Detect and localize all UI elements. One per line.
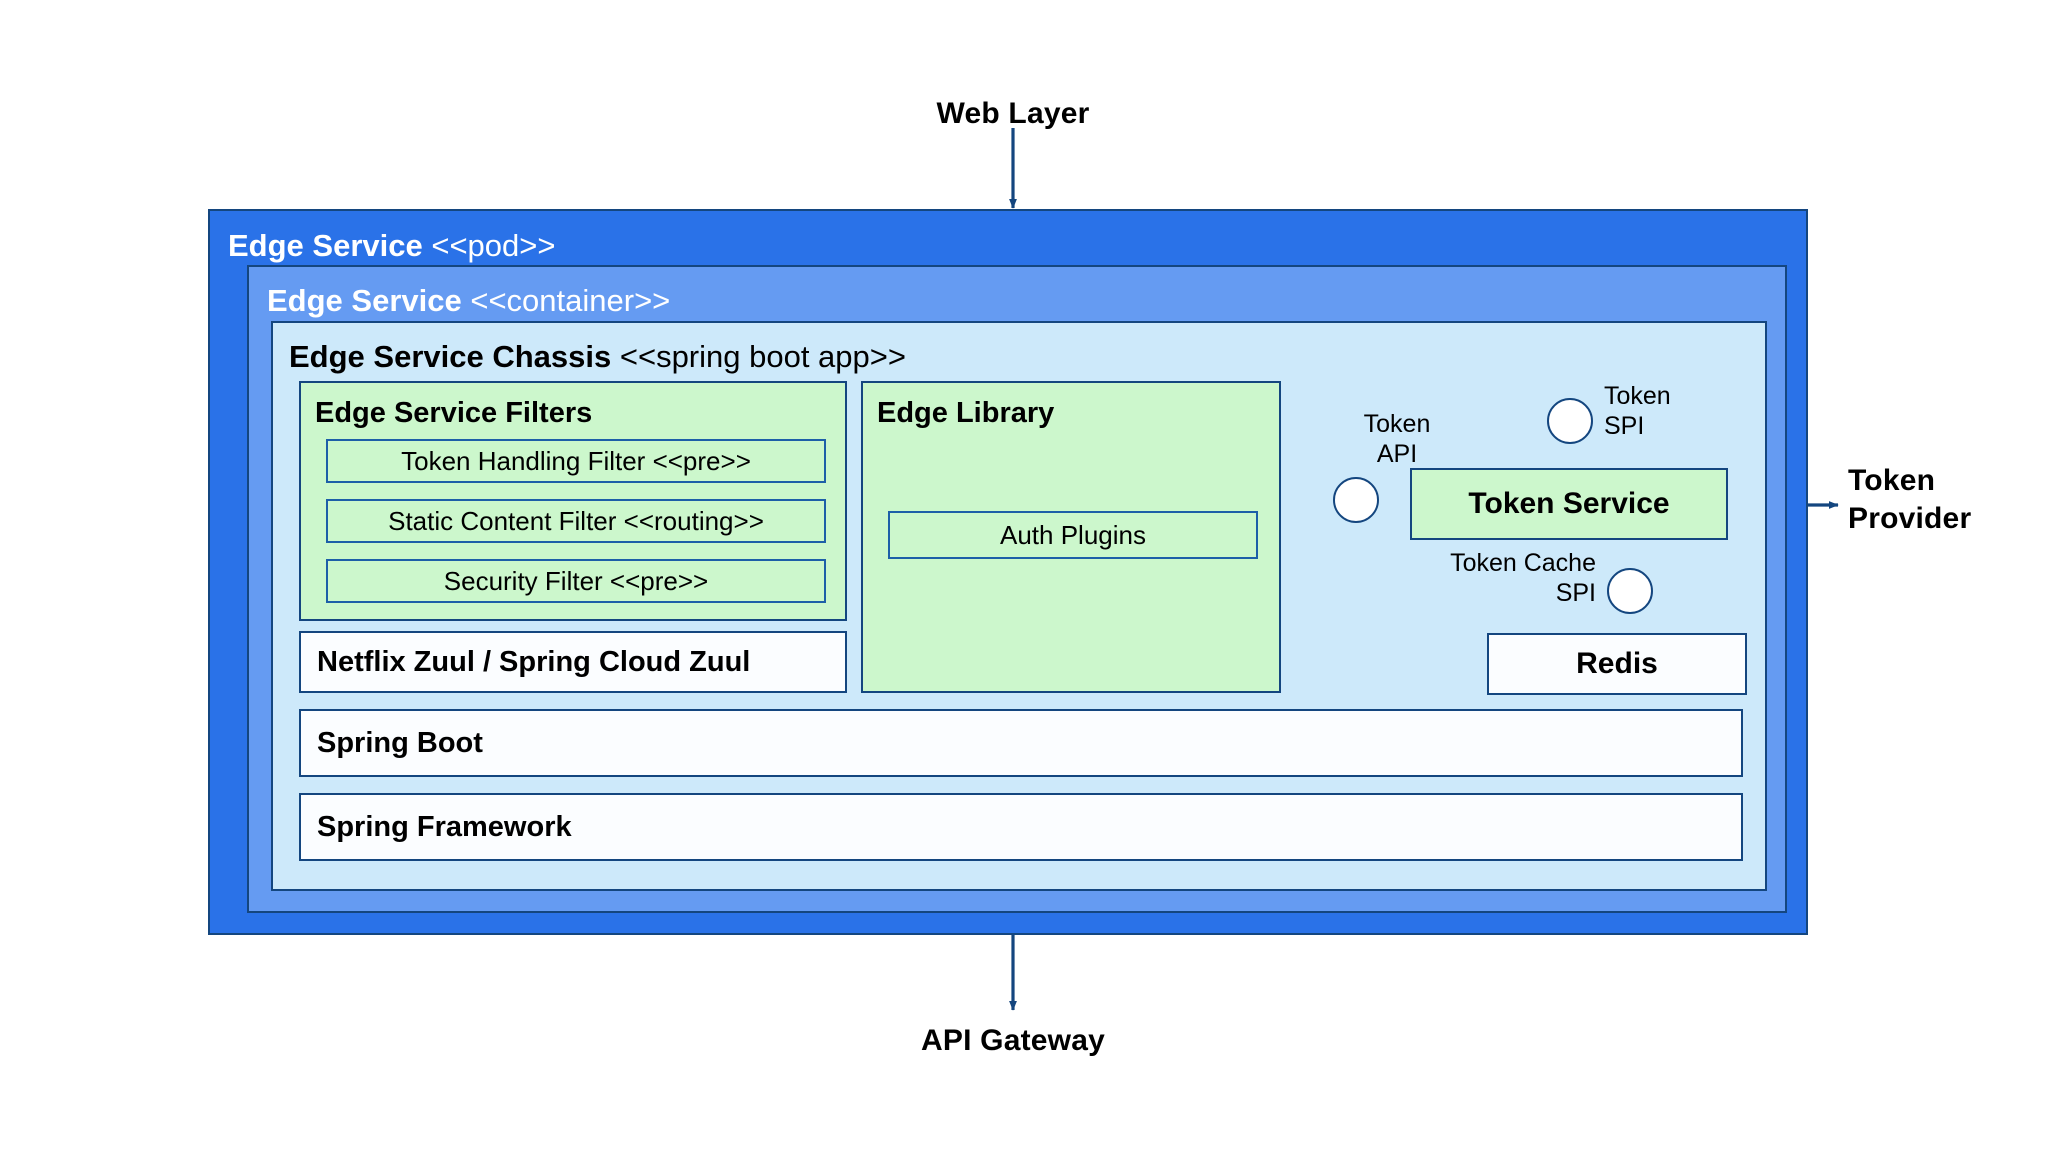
stack-row-spring-framework-label: Spring Framework: [317, 810, 572, 843]
edge-library-title: Edge Library: [877, 397, 1055, 429]
stack-row-spring-boot-label: Spring Boot: [317, 726, 483, 759]
stack-row-zuul[interactable]: Netflix Zuul / Spring Cloud Zuul: [299, 631, 847, 693]
token-cache-spi-label-line1: Token Cache: [1450, 549, 1596, 577]
pod-title: Edge Service <<pod>>: [228, 230, 555, 261]
token-api-label-line1: Token: [1363, 410, 1431, 438]
token-spi-label-line2: SPI: [1604, 411, 1645, 440]
chassis-box: Edge Service Chassis <<spring boot app>>…: [271, 321, 1767, 891]
token-cache-spi-label-line2: SPI: [1555, 578, 1596, 607]
redis-box[interactable]: Redis: [1487, 633, 1747, 695]
edge-library-box: Edge Library Auth Plugins: [861, 381, 1281, 693]
chassis-title-stereotype: <<spring boot app>>: [619, 339, 906, 374]
filter-item-token-handling[interactable]: Token Handling Filter <<pre>>: [326, 439, 826, 483]
edge-library-item-auth-plugins[interactable]: Auth Plugins: [888, 511, 1258, 559]
token-cache-spi-label: Token Cache SPI: [1376, 549, 1596, 608]
token-api-label: Token API: [1322, 410, 1472, 469]
token-spi-label-line1: Token: [1604, 382, 1671, 410]
token-cache-spi-lollipop-icon: [1607, 568, 1653, 614]
web-layer-label: Web Layer: [936, 97, 1090, 130]
token-provider-label-line2: Provider: [1848, 501, 1972, 535]
pod-container: Edge Service <<pod>> Edge Service <<cont…: [208, 209, 1808, 935]
token-provider-label-line1: Token: [1848, 464, 1936, 497]
container-title: Edge Service <<container>>: [267, 285, 670, 316]
token-spi-lollipop-icon: [1547, 398, 1593, 444]
token-service-box[interactable]: Token Service: [1410, 468, 1728, 540]
token-api-label-line2: API: [1376, 439, 1418, 468]
api-gateway-label: API Gateway: [921, 1024, 1105, 1057]
container-title-name: Edge Service: [267, 283, 462, 318]
chassis-title-name: Edge Service Chassis: [289, 339, 612, 374]
stack-row-zuul-label: Netflix Zuul / Spring Cloud Zuul: [317, 645, 751, 678]
edge-service-filters-title: Edge Service Filters: [315, 397, 593, 429]
token-provider-label: Token Provider: [1848, 462, 2048, 537]
container-box: Edge Service <<container>> Edge Service …: [247, 265, 1787, 913]
filter-item-security[interactable]: Security Filter <<pre>>: [326, 559, 826, 603]
stack-row-spring-boot[interactable]: Spring Boot: [299, 709, 1743, 777]
token-spi-label: Token SPI: [1604, 382, 1764, 441]
edge-service-filters-group: Edge Service Filters Token Handling Filt…: [299, 381, 847, 621]
token-api-lollipop-icon: [1333, 477, 1379, 523]
stack-row-spring-framework[interactable]: Spring Framework: [299, 793, 1743, 861]
chassis-title: Edge Service Chassis <<spring boot app>>: [289, 341, 906, 372]
container-title-stereotype: <<container>>: [470, 283, 671, 318]
filter-item-static-content[interactable]: Static Content Filter <<routing>>: [326, 499, 826, 543]
pod-title-stereotype: <<pod>>: [431, 228, 556, 263]
pod-title-name: Edge Service: [228, 228, 423, 263]
